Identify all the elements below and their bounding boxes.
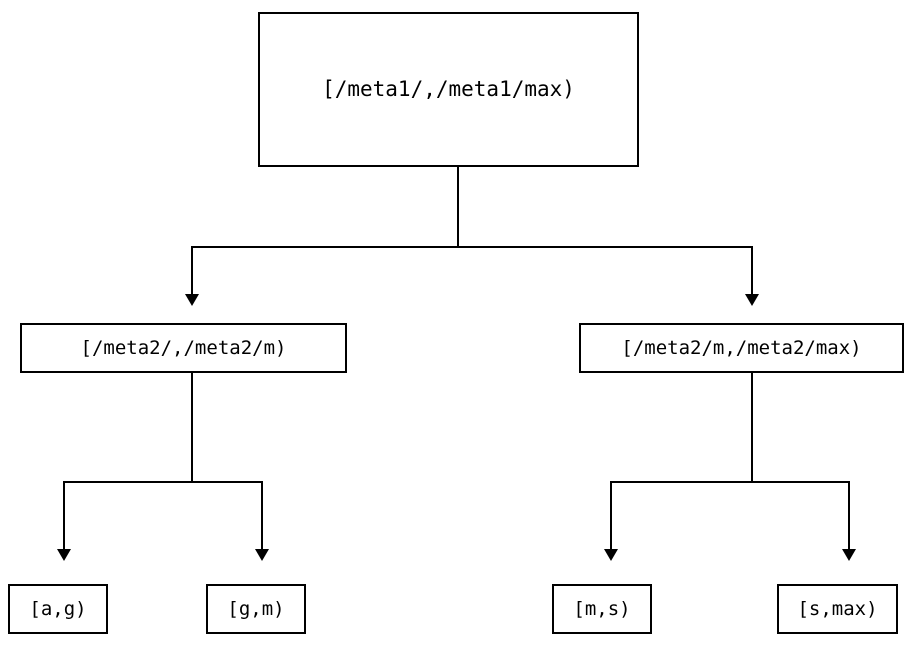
arrowhead-down-icon-leaf-gm <box>255 549 269 561</box>
tree-node-mid-left-label: [/meta2/,/meta2/m) <box>80 336 287 359</box>
tree-node-leaf-gm-label: [g,m) <box>227 597 285 620</box>
tree-node-root[interactable]: [/meta1/,/meta1/max) <box>258 12 639 167</box>
edge-root-to-mid-left-drop <box>191 246 193 294</box>
tree-node-leaf-gm[interactable]: [g,m) <box>206 584 306 634</box>
arrowhead-down-icon-leaf-smax <box>842 549 856 561</box>
tree-node-leaf-ag-label: [a,g) <box>29 597 87 620</box>
tree-node-leaf-ag[interactable]: [a,g) <box>8 584 108 634</box>
tree-node-mid-right[interactable]: [/meta2/m,/meta2/max) <box>579 323 904 373</box>
tree-node-leaf-ms[interactable]: [m,s) <box>552 584 652 634</box>
arrowhead-down-icon-mid-left <box>185 294 199 306</box>
edge-mid-left-to-leaf-gm-drop <box>261 481 263 549</box>
tree-node-mid-left[interactable]: [/meta2/,/meta2/m) <box>20 323 347 373</box>
edge-mid-right-horizontal-bar <box>610 481 850 483</box>
edge-mid-right-stem <box>751 373 753 482</box>
tree-node-root-label: [/meta1/,/meta1/max) <box>322 77 575 101</box>
edge-mid-left-stem <box>191 373 193 482</box>
arrowhead-down-icon-leaf-ag <box>57 549 71 561</box>
arrowhead-down-icon-mid-right <box>745 294 759 306</box>
edge-mid-left-horizontal-bar <box>63 481 263 483</box>
tree-node-leaf-ms-label: [m,s) <box>573 597 631 620</box>
tree-node-leaf-smax[interactable]: [s,max) <box>777 584 898 634</box>
edge-root-to-mid-right-drop <box>751 246 753 294</box>
arrowhead-down-icon-leaf-ms <box>604 549 618 561</box>
tree-node-mid-right-label: [/meta2/m,/meta2/max) <box>621 336 862 359</box>
edge-mid-left-to-leaf-ag-drop <box>63 481 65 549</box>
edge-root-stem <box>457 167 459 247</box>
edge-root-horizontal-bar <box>191 246 753 248</box>
tree-node-leaf-smax-label: [s,max) <box>797 597 878 620</box>
edge-mid-right-to-leaf-smax-drop <box>848 481 850 549</box>
edge-mid-right-to-leaf-ms-drop <box>610 481 612 549</box>
